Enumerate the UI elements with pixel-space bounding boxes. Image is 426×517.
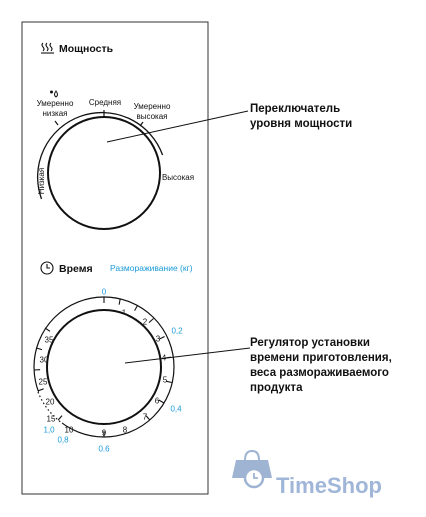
- weight-mark-0-4: 0,4: [170, 405, 182, 414]
- weight-mark-1-0: 1,0: [43, 426, 55, 435]
- timer-ring-dotted: [37, 391, 63, 424]
- timer-mark-30: 30: [40, 356, 49, 365]
- power-heading: Мощность: [59, 43, 114, 55]
- timer-mark-10: 10: [65, 426, 74, 435]
- power-knob[interactable]: [47, 116, 161, 230]
- timer-mark-8: 8: [123, 426, 128, 435]
- power-scale-ticks: [54, 110, 144, 127]
- weight-mark-0-2: 0,2: [171, 327, 183, 336]
- timer-callout-line3: веса размораживаемого: [250, 367, 389, 379]
- timer-mark-15: 15: [47, 415, 56, 424]
- timer-callout-line1: Регулятор установки: [250, 337, 370, 349]
- panel-border: [21, 21, 209, 495]
- timer-mark-9: 9: [102, 429, 107, 438]
- timer-callout-line4: продукта: [250, 382, 303, 394]
- timer-callout-line: [124, 347, 251, 364]
- power-callout-line2: уровня мощности: [250, 118, 352, 130]
- timer-callout-line2: времени приготовления,: [250, 352, 392, 364]
- power-callout-line: [106, 110, 249, 143]
- timer-mark-35: 35: [45, 336, 54, 345]
- power-medium-label: Средняя: [89, 98, 121, 107]
- power-medium-high-line1: Умеренно: [134, 102, 171, 111]
- timer-mark-7: 7: [143, 413, 148, 422]
- timer-mark-5: 5: [163, 376, 168, 385]
- clock-icon: [40, 261, 54, 275]
- timer-mark-20: 20: [46, 398, 55, 407]
- timer-mark-25: 25: [39, 378, 48, 387]
- defrost-label: Размораживание (кг): [110, 263, 193, 273]
- power-low-label: Низкая: [37, 168, 46, 194]
- power-scale-arc: [37, 111, 164, 200]
- timer-mark-2: 2: [143, 318, 148, 327]
- timer-mark-6: 6: [155, 397, 160, 406]
- timer-mark-3: 3: [156, 335, 161, 344]
- power-medium-low-line2: низкая: [42, 109, 67, 118]
- timer-minute-ticks: [34, 297, 172, 437]
- droplet-icon: [50, 90, 58, 98]
- power-medium-high-line2: высокая: [137, 112, 168, 121]
- weight-mark-0-8: 0,8: [57, 436, 69, 445]
- time-heading: Время: [59, 263, 93, 275]
- watermark-brand: TimeShop: [276, 473, 382, 498]
- weight-mark-0: 0: [102, 288, 107, 297]
- power-medium-low-line1: Умеренно: [37, 99, 74, 108]
- power-callout-line1: Переключатель: [250, 103, 340, 115]
- waves-icon: [41, 42, 54, 54]
- power-high-label: Высокая: [162, 173, 194, 182]
- timer-knob[interactable]: [46, 309, 162, 425]
- timeshop-logo-icon: [232, 449, 272, 489]
- weight-mark-0-6: 0.6: [98, 445, 110, 454]
